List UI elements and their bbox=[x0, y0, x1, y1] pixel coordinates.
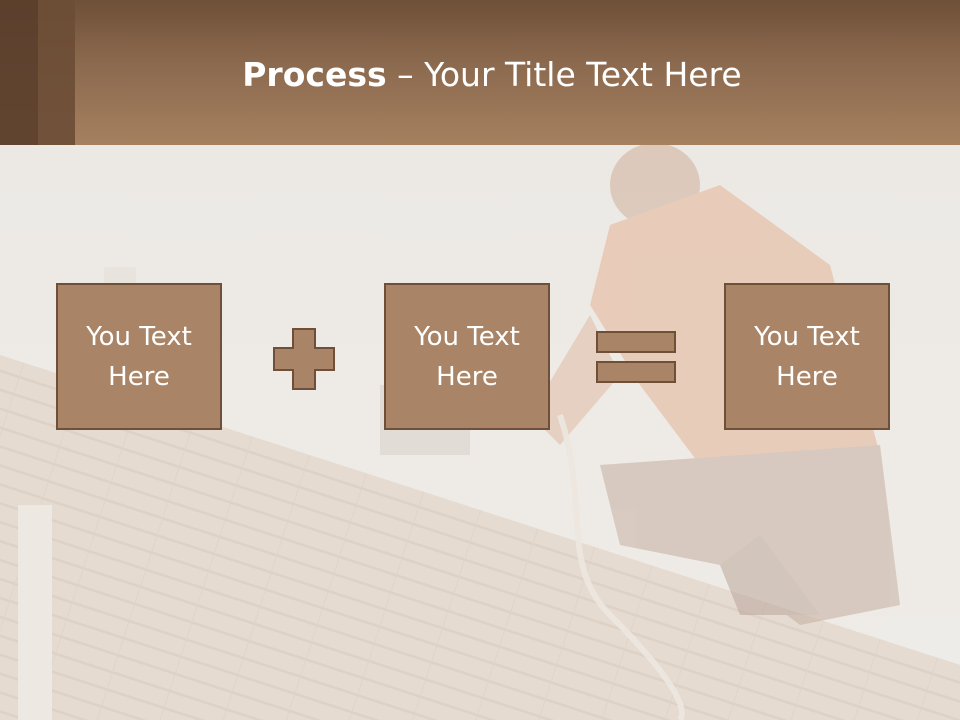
header-accent-strip bbox=[0, 0, 38, 145]
title-text: – Your Title Text Here bbox=[386, 55, 742, 94]
slide-title[interactable]: Process – Your Title Text Here bbox=[0, 54, 960, 96]
process-box-2[interactable]: You Text Here bbox=[384, 283, 550, 430]
plus-icon bbox=[273, 328, 335, 394]
process-box-3-text: You Text Here bbox=[754, 321, 860, 392]
process-box-1-text: You Text Here bbox=[86, 321, 192, 392]
equals-icon bbox=[596, 331, 676, 387]
process-box-2-text: You Text Here bbox=[414, 321, 520, 392]
header-accent-strip bbox=[38, 0, 75, 145]
background-photo bbox=[0, 145, 960, 720]
process-box-3[interactable]: You Text Here bbox=[724, 283, 890, 430]
process-box-1[interactable]: You Text Here bbox=[56, 283, 222, 430]
title-bold: Process bbox=[242, 55, 387, 94]
title-bar: Process – Your Title Text Here bbox=[0, 0, 960, 145]
